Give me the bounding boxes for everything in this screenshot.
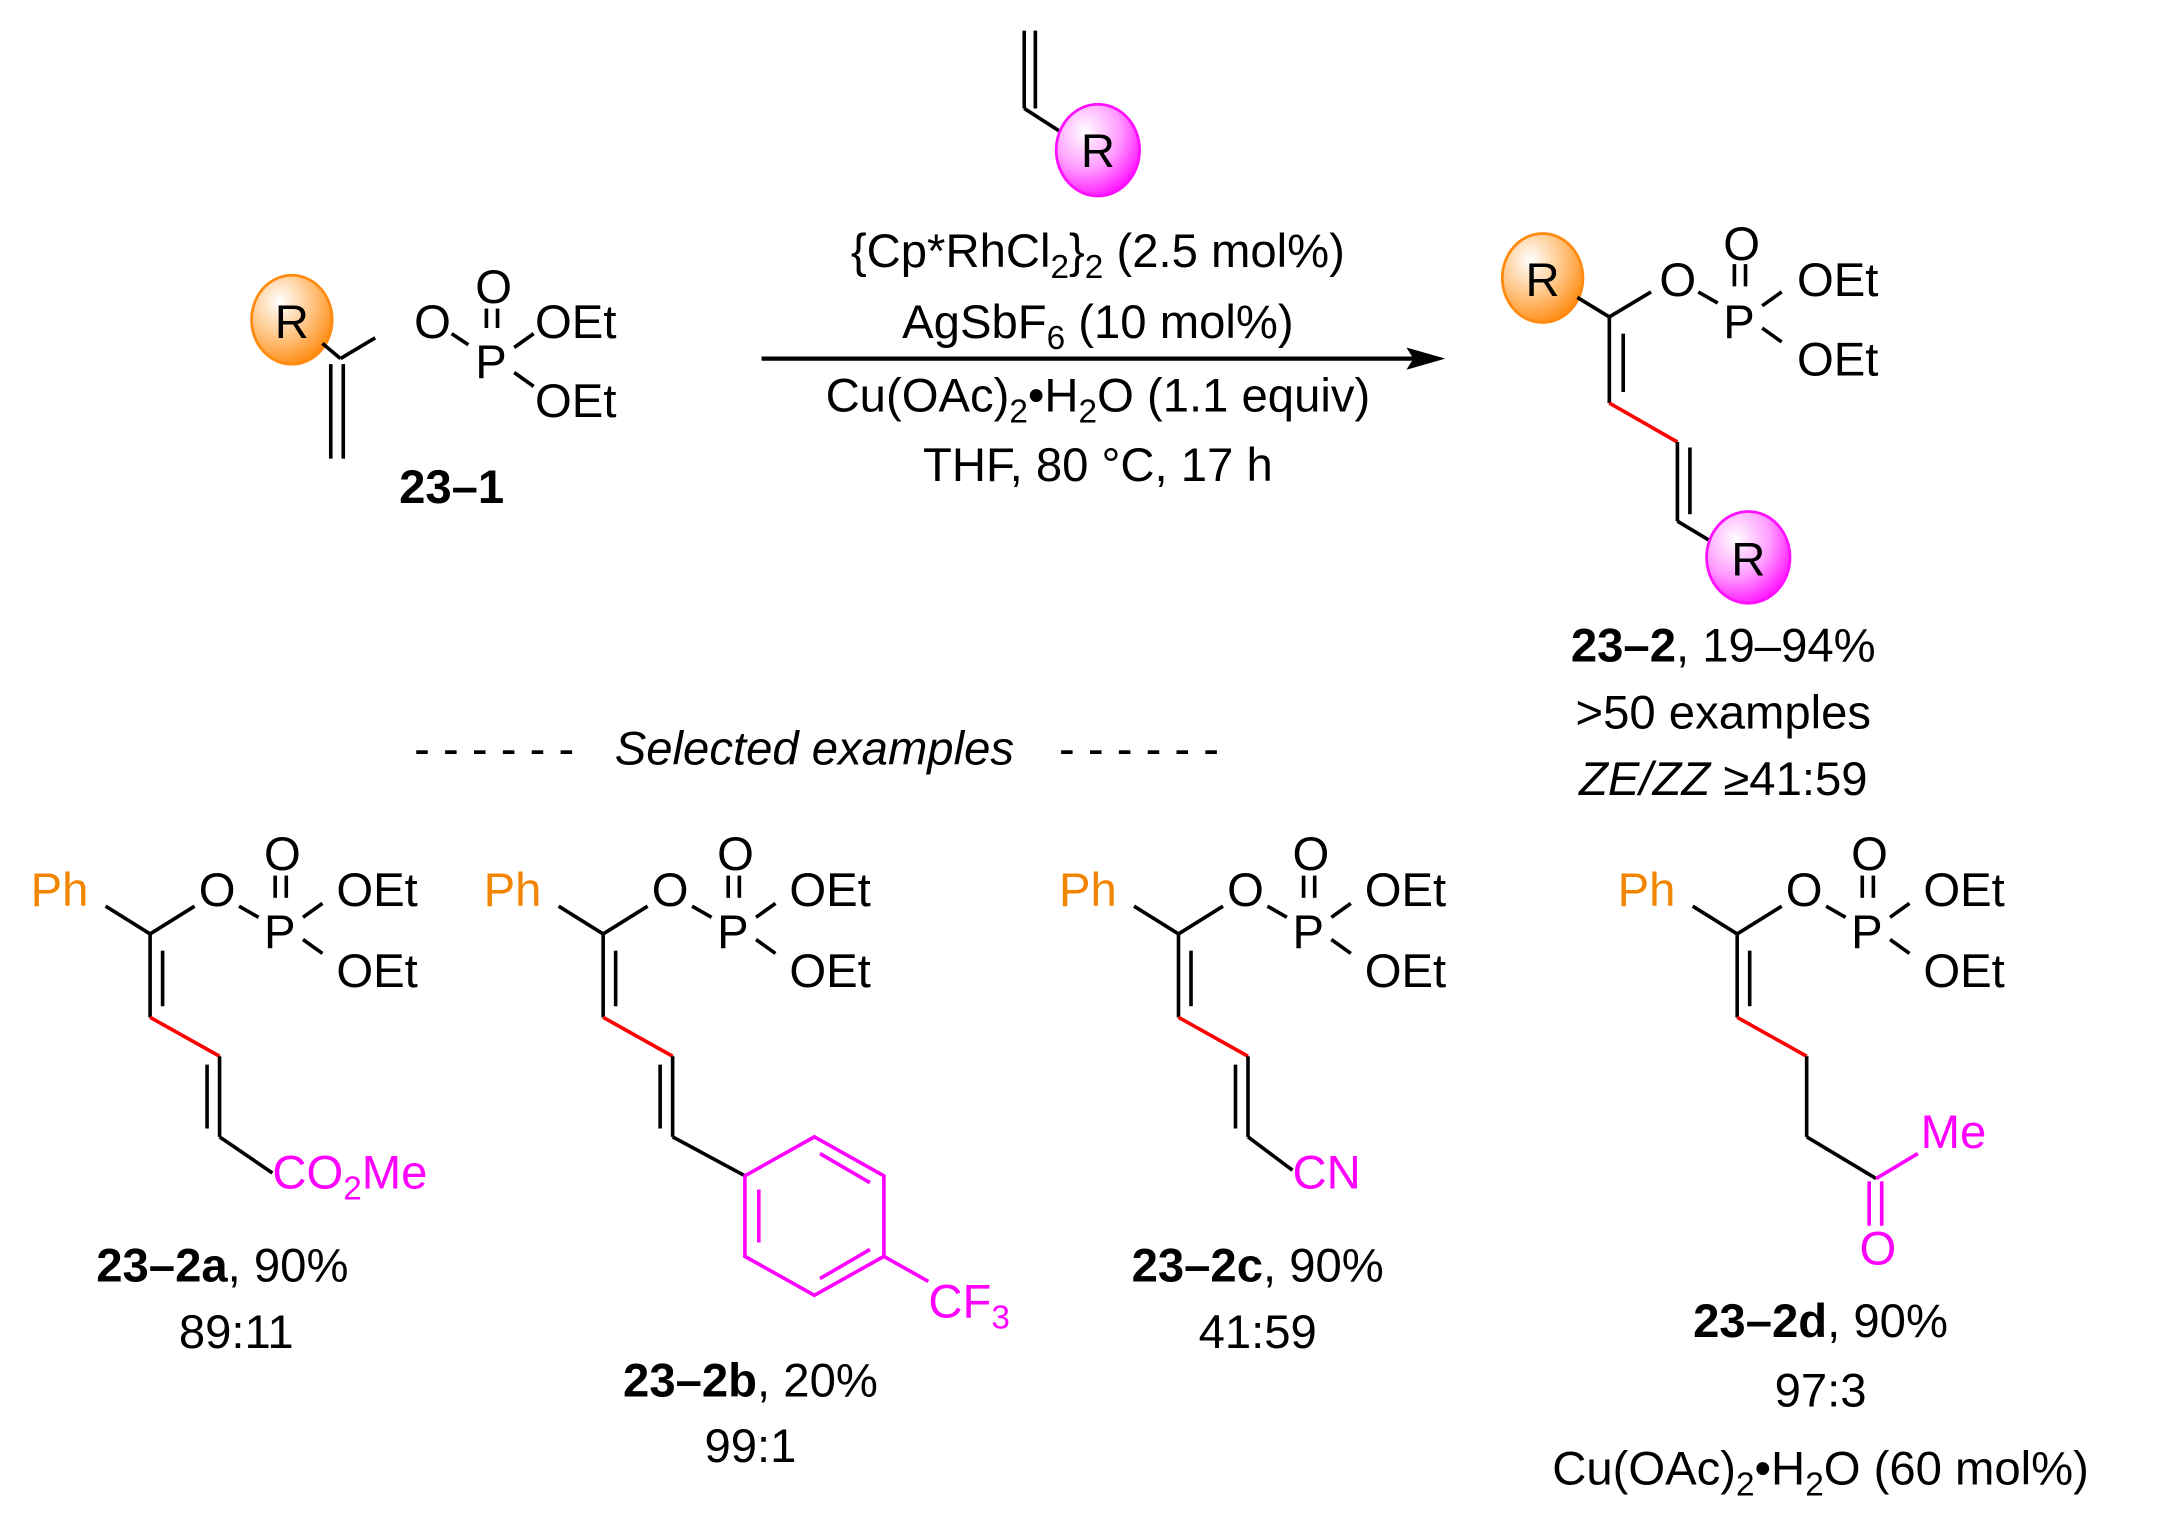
phenyl-label: Ph: [1059, 864, 1117, 917]
phenyl-label: Ph: [484, 864, 542, 917]
ester-oxygen: O: [199, 864, 236, 917]
alkene-reagent: R: [1022, 30, 1141, 198]
ester-oxygen: O: [1786, 864, 1823, 917]
catalyst-line: {Cp*RhCl2}2 (2.5 mol%): [851, 225, 1345, 286]
product-oet-1: OEt: [1797, 254, 1878, 307]
phosphorus: P: [264, 906, 296, 959]
product-phosphoryl-oxygen: O: [1723, 218, 1760, 271]
oet-1: OEt: [789, 864, 870, 917]
phosphoryl-oxygen: O: [717, 828, 754, 881]
product-r1-orange-icon: [1500, 232, 1585, 324]
additive-line: AgSbF6 (10 mol%): [902, 296, 1293, 357]
product-r2-magenta-icon: [1705, 510, 1792, 605]
phosphorus: P: [717, 906, 749, 959]
reaction-conditions: {Cp*RhCl2}2 (2.5 mol%) AgSbF6 (10 mol%) …: [761, 225, 1446, 492]
reactant-23-1: R O P O OEt OEt 23–1: [250, 261, 616, 514]
product-scope-count: >50 examples: [1576, 686, 1872, 739]
ester-oxygen: O: [652, 864, 689, 917]
example-ratio: 41:59: [1199, 1306, 1317, 1359]
selected-examples-header: - - - - - - Selected examples - - - - - …: [414, 722, 1219, 775]
r-group-orange-icon: [250, 273, 334, 366]
phenyl-label: Ph: [31, 864, 89, 917]
oet-1: OEt: [1365, 864, 1446, 917]
product-ester-oxygen: O: [1659, 254, 1696, 307]
oet-2: OEt: [1923, 945, 2004, 998]
example-yield: 23–2b, 20%: [623, 1355, 878, 1408]
alkene-r-label: R: [1081, 125, 1115, 178]
compound-id-23-1: 23–1: [399, 461, 504, 514]
product-ratio: ZE/ZZ ≥41:59: [1578, 753, 1868, 806]
phosphoryl-oxygen: O: [475, 261, 512, 314]
example-ratio: 97:3: [1775, 1364, 1867, 1417]
header-dashes-left: - - - - - -: [414, 722, 574, 775]
example-23-2c: Ph O P O OEt OEt CN 23–2c, 90% 41:59: [1059, 828, 1446, 1359]
product-r1-label: R: [1526, 254, 1560, 307]
oet-2: OEt: [336, 945, 417, 998]
example-yield: 23–2a, 90%: [96, 1239, 348, 1292]
phosphoryl-oxygen: O: [1851, 828, 1888, 881]
oet-1: OEt: [535, 296, 616, 349]
ester-oxygen: O: [1227, 864, 1264, 917]
header-dashes-right: - - - - - -: [1059, 722, 1219, 775]
product-r2-label: R: [1731, 533, 1765, 586]
ester-group: CO2Me: [272, 1146, 427, 1207]
product-phosphorus: P: [1723, 296, 1755, 349]
solvent-temp-time-line: THF, 80 °C, 17 h: [923, 439, 1273, 492]
methyl-group: Me: [1921, 1106, 1987, 1159]
oet-2: OEt: [535, 375, 616, 428]
reaction-arrow-icon: [761, 347, 1446, 370]
phosphorus: P: [1292, 906, 1324, 959]
phosphoryl-oxygen: O: [1292, 828, 1329, 881]
nitrile-group: CN: [1292, 1146, 1360, 1199]
phosphorus: P: [475, 336, 507, 389]
example-23-2d: Ph O P O OEt OEt O Me 23–2d, 90% 97:3: [1552, 828, 2089, 1503]
oet-1: OEt: [336, 864, 417, 917]
carbonyl-oxygen: O: [1859, 1223, 1896, 1276]
example-ratio: 89:11: [179, 1306, 294, 1359]
product-yield-line: 23–2, 19–94%: [1571, 620, 1876, 673]
example-ratio: 99:1: [704, 1420, 796, 1473]
oet-2: OEt: [1365, 945, 1446, 998]
example-yield: 23–2c, 90%: [1132, 1239, 1384, 1292]
ester-oxygen: O: [414, 296, 451, 349]
aryl-ring-icon: [743, 1134, 930, 1298]
oet-1: OEt: [1923, 864, 2004, 917]
oet-2: OEt: [789, 945, 870, 998]
r-group-magenta-icon: [1054, 102, 1141, 198]
phosphoryl-oxygen: O: [264, 828, 301, 881]
example-condition-note: Cu(OAc)2•H2O (60 mol%): [1552, 1442, 2089, 1503]
product-23-2: R R O P O OEt OEt 23–2, 19–94% >50 examp…: [1500, 218, 1878, 806]
oxidant-line: Cu(OAc)2•H2O (1.1 equiv): [826, 369, 1371, 430]
product-oet-2: OEt: [1797, 333, 1878, 386]
r-label: R: [275, 296, 309, 349]
example-23-2a: Ph O P O OEt OEt CO2Me 23–2a, 90% 89:11: [31, 828, 428, 1359]
header-title: Selected examples: [615, 722, 1014, 775]
phenyl-label: Ph: [1618, 864, 1676, 917]
example-yield: 23–2d, 90%: [1693, 1295, 1948, 1348]
phosphorus: P: [1851, 906, 1883, 959]
trifluoromethyl-group: CF3: [928, 1276, 1010, 1337]
example-23-2b: Ph O P O OEt OEt CF3: [484, 828, 1010, 1473]
